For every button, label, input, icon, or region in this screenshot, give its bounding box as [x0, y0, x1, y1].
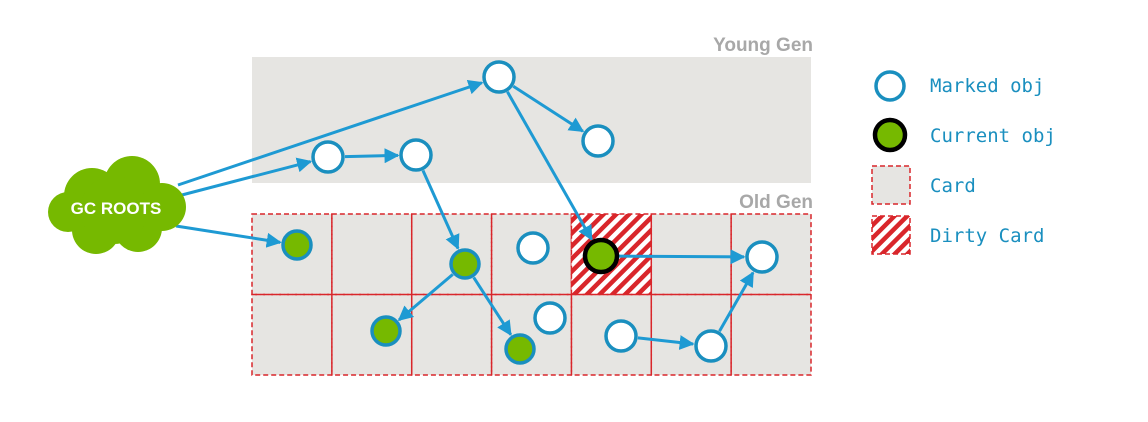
legend-current-label: Current obj — [930, 125, 1056, 147]
reference-arrow — [637, 335, 695, 350]
scanned-object — [449, 248, 481, 280]
reference-arrow — [397, 273, 454, 322]
marked-object — [516, 231, 550, 265]
reference-arrow — [718, 271, 755, 332]
reference-arrow — [472, 276, 513, 336]
current-object — [582, 237, 620, 275]
reference-arrow — [175, 224, 282, 248]
marked-object — [581, 124, 615, 158]
legend-current-swatch — [872, 117, 908, 153]
legend-dirty-label: Dirty Card — [930, 225, 1044, 247]
young-gen-label: Young Gen — [713, 35, 813, 56]
young-gen-region — [252, 57, 811, 183]
reference-arrow — [344, 148, 400, 164]
reference-edges — [175, 79, 755, 350]
marked-object — [533, 301, 567, 335]
gc-roots-label: GC ROOTS — [71, 199, 162, 218]
scanned-object — [281, 229, 313, 261]
legend-dirty-swatch — [871, 215, 911, 255]
legend-marked-label: Marked obj — [930, 75, 1044, 97]
heap-objects — [281, 60, 779, 365]
old-gen-label: Old Gen — [739, 192, 813, 213]
legend-marked-swatch — [874, 70, 906, 102]
gc-roots-cloud: GC ROOTS — [48, 156, 186, 254]
legend-card-label: Card — [930, 175, 976, 197]
marked-object — [694, 329, 728, 363]
reference-arrow — [421, 169, 460, 250]
marked-object — [311, 140, 345, 174]
marked-object — [482, 60, 516, 94]
reference-arrow — [177, 79, 484, 187]
card — [730, 293, 812, 376]
legend: Marked obj Current obj Card Dirty Card — [871, 70, 1056, 255]
reference-arrow — [506, 91, 593, 241]
reference-arrow — [177, 157, 313, 198]
reference-arrow — [512, 84, 585, 133]
marked-object — [399, 138, 433, 172]
marked-object — [745, 240, 779, 274]
legend-card-swatch — [871, 165, 911, 205]
marked-object — [604, 319, 638, 353]
scanned-object — [504, 333, 536, 365]
scanned-object — [370, 315, 402, 347]
reference-arrow — [618, 249, 746, 265]
